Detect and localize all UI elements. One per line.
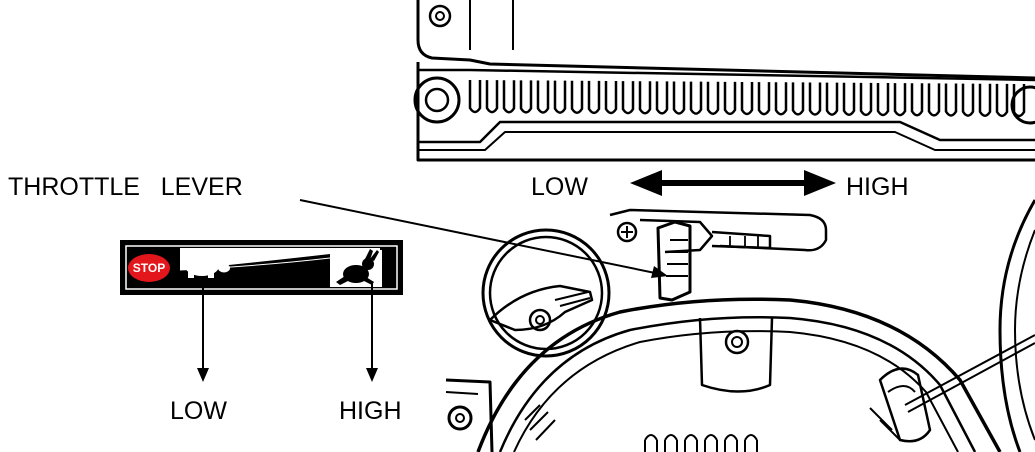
decal-high-label: HIGH <box>339 397 402 425</box>
cooling-fin <box>961 83 975 117</box>
cooling-fin <box>893 83 907 117</box>
cooling-fin <box>944 83 958 117</box>
cooling-fin <box>791 82 805 116</box>
throttle-pointer-arrowhead <box>651 266 668 278</box>
throttle-lever-label: THROTTLE LEVER <box>8 173 243 201</box>
cooling-fin <box>978 83 992 117</box>
cooling-fin <box>774 82 788 116</box>
throttle-lever <box>609 208 828 302</box>
cooling-fin <box>706 81 720 115</box>
cooling-fin <box>604 80 618 115</box>
cooling-fin <box>808 82 822 116</box>
cooling-fin <box>570 80 584 114</box>
decal-high-arrow <box>366 282 378 382</box>
cooling-fin <box>672 81 686 115</box>
turtle-icon <box>180 256 230 278</box>
stop-text: STOP <box>133 261 165 275</box>
decal-low-arrow <box>197 282 209 382</box>
cooling-fin <box>740 81 754 116</box>
cooling-fin <box>927 83 941 117</box>
cooling-fin <box>519 80 533 114</box>
cooling-fin <box>910 83 924 117</box>
engine-housing <box>445 199 1035 452</box>
cooling-fin <box>825 82 839 116</box>
cooling-fins <box>468 80 1026 118</box>
engine-high-label: HIGH <box>846 173 909 201</box>
cooling-fin <box>485 80 499 114</box>
cooling-fin <box>723 81 737 116</box>
cooling-fin <box>689 81 703 115</box>
cooling-fin <box>638 81 652 115</box>
lever-detail-circle <box>481 228 611 358</box>
cooling-fin <box>655 81 669 115</box>
engine-cover <box>413 0 1035 162</box>
cooling-fin <box>876 82 890 117</box>
cooling-fin <box>468 80 482 114</box>
low-high-double-arrow <box>630 170 836 196</box>
rabbit-icon <box>330 249 382 287</box>
cooling-fin <box>995 83 1009 118</box>
cooling-fin <box>587 80 601 115</box>
cooling-fin <box>859 82 873 117</box>
cooling-fin <box>553 80 567 114</box>
cooling-fin <box>502 80 516 114</box>
decal-low-label: LOW <box>170 397 227 425</box>
cooling-fin <box>842 82 856 116</box>
stop-badge: STOP <box>128 254 170 282</box>
throttle-pointer-line <box>299 199 666 276</box>
engine-low-label: LOW <box>531 173 588 201</box>
cooling-fin <box>1012 83 1026 118</box>
cooling-fin <box>621 81 635 115</box>
cooling-fin <box>757 82 771 116</box>
throttle-decal: STOP <box>120 240 403 295</box>
cooling-fin <box>536 80 550 114</box>
